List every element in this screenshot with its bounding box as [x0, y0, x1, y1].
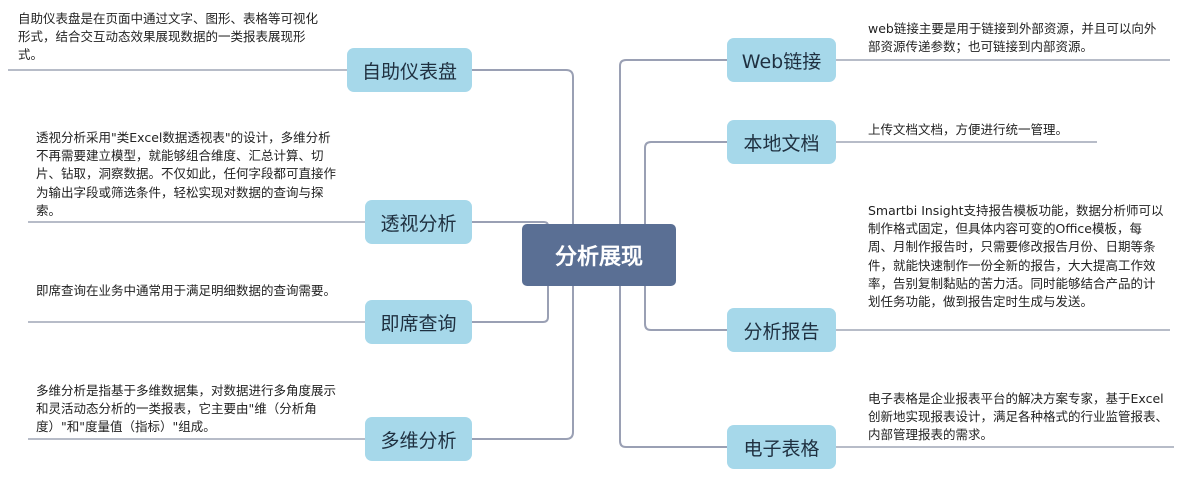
node-spreadsheet[interactable]: 电子表格 — [727, 425, 836, 469]
desc-web-link: web链接主要是用于链接到外部资源，并且可以向外部资源传递参数；也可链接到内部资… — [868, 21, 1157, 55]
desc-olap-analysis: 多维分析是指基于多维数据集，对数据进行多角度展示和灵活动态分析的一类报表，它主要… — [36, 383, 337, 435]
node-web-link[interactable]: Web链接 — [727, 38, 836, 82]
desc-local-document: 上传文档文档，方便进行统一管理。 — [868, 122, 1069, 137]
node-local-document[interactable]: 本地文档 — [727, 120, 836, 164]
connector-right-1 — [619, 59, 727, 255]
node-self-dashboard[interactable]: 自助仪表盘 — [347, 48, 472, 92]
desc-self-dashboard: 自助仪表盘是在页面中通过文字、图形、表格等可视化形式，结合交互动态效果展现数据的… — [18, 11, 319, 63]
connector-left-4 — [472, 255, 574, 440]
desc-adhoc-query: 即席查询在业务中通常用于满足明细数据的查询需要。 — [36, 283, 337, 298]
node-analysis-report[interactable]: 分析报告 — [727, 308, 836, 352]
node-adhoc-query[interactable]: 即席查询 — [365, 300, 472, 344]
desc-pivot-analysis: 透视分析采用"类Excel数据透视表"的设计，多维分析不再需要建立模型，就能够组… — [36, 130, 337, 218]
desc-analysis-report: Smartbi Insight支持报告模板功能，数据分析师可以制作格式固定，但具… — [868, 203, 1164, 310]
connector-right-4 — [619, 255, 727, 448]
connector-right-2 — [644, 141, 727, 255]
connector-right-3 — [644, 255, 727, 331]
node-olap-analysis[interactable]: 多维分析 — [365, 417, 472, 461]
desc-spreadsheet: 电子表格是企业报表平台的解决方案专家，基于Excel创新地实现报表设计，满足各种… — [868, 391, 1169, 443]
root-node[interactable]: 分析展现 — [522, 224, 676, 286]
connector-left-1 — [472, 69, 574, 255]
node-pivot-analysis[interactable]: 透视分析 — [365, 200, 472, 244]
connector-left-3 — [472, 250, 549, 323]
